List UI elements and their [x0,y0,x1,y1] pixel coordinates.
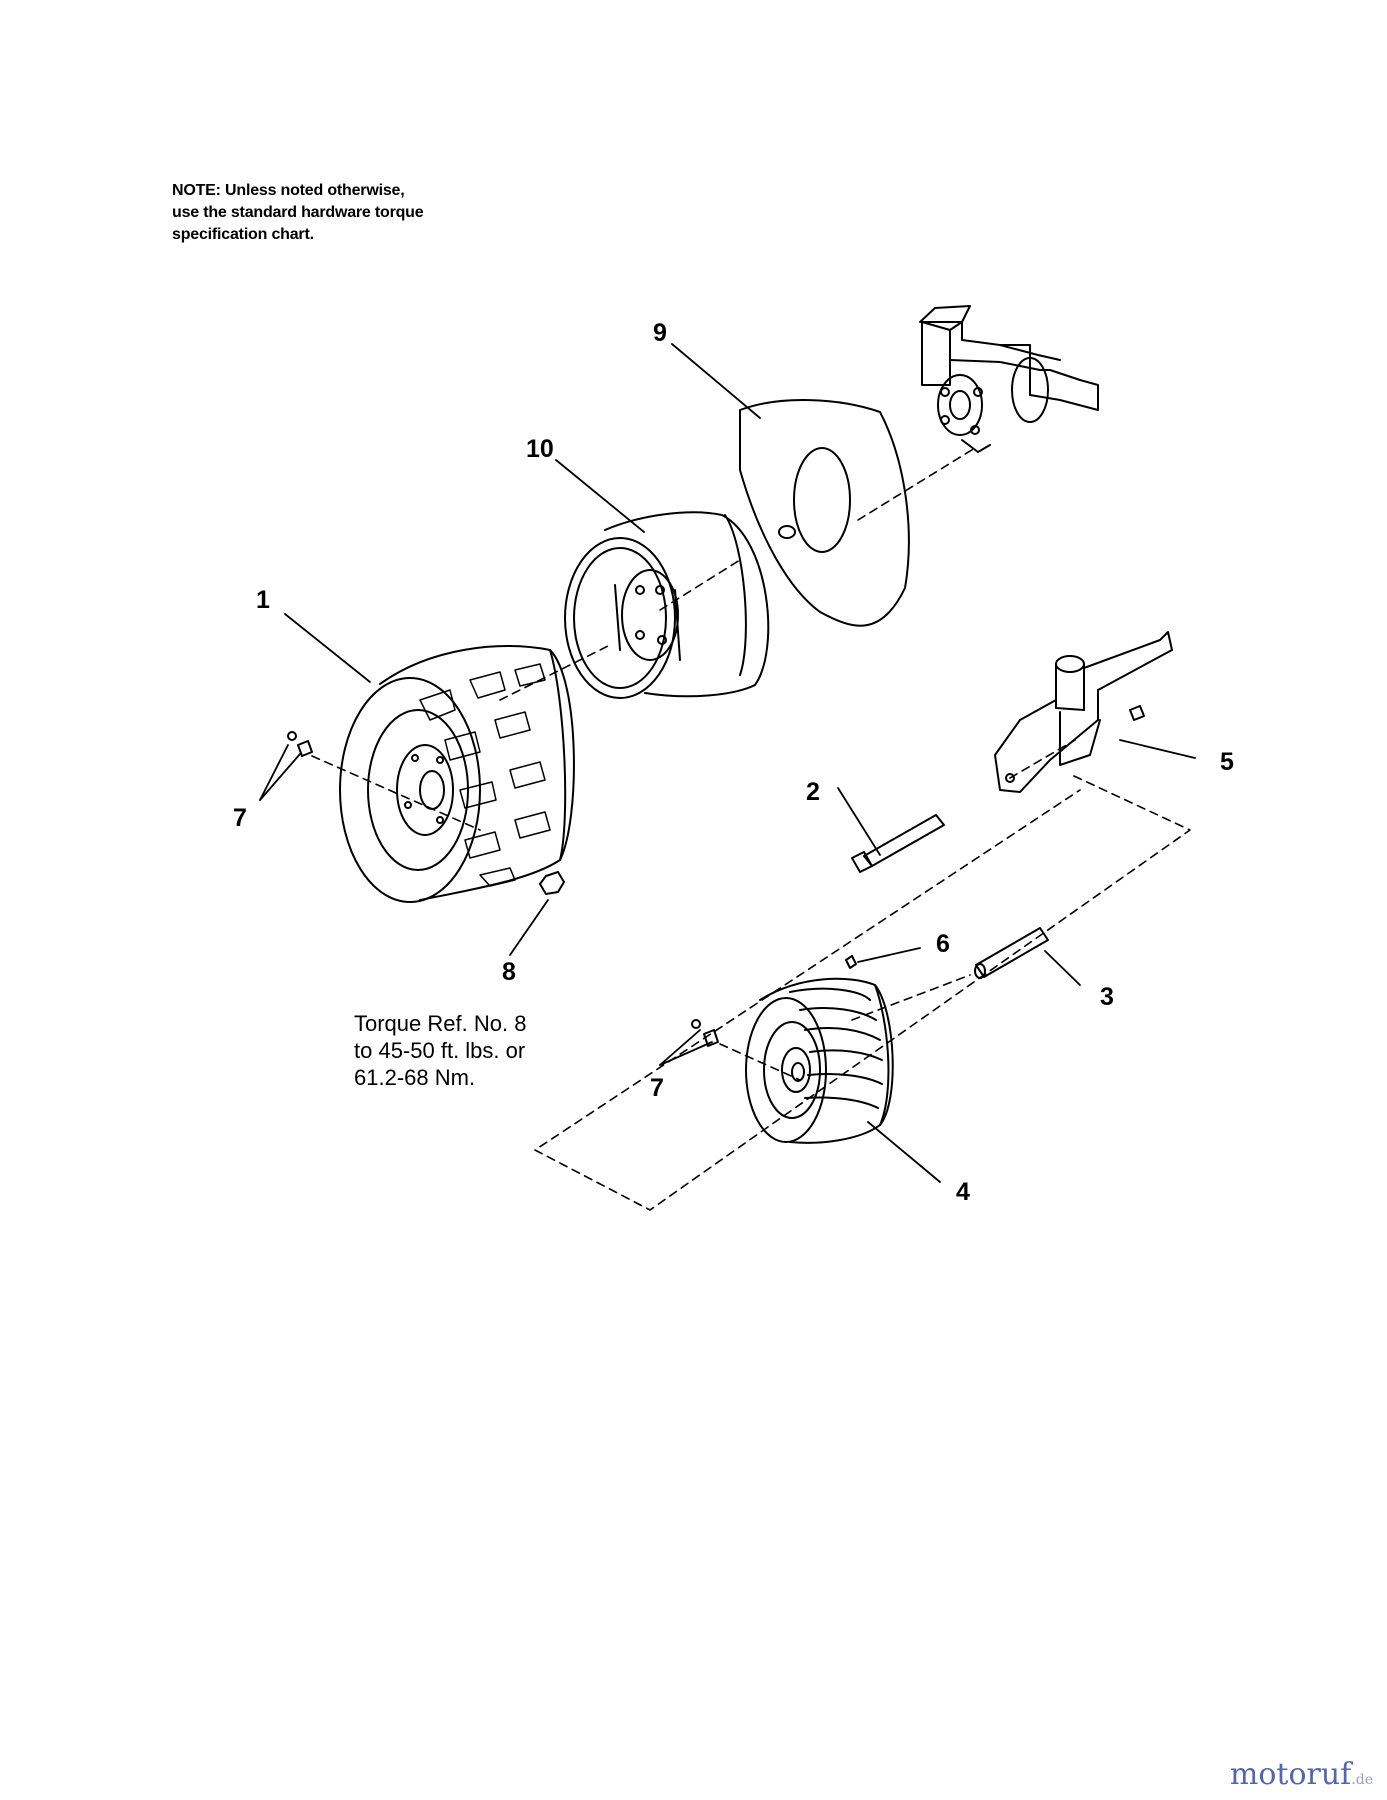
callout-3: 3 [1100,983,1114,1011]
watermark-main: motoruf [1229,1757,1352,1792]
callout-2: 2 [806,778,820,806]
lug-nut [539,871,565,895]
tire-liner [739,399,910,627]
caster-fork-bracket [994,631,1173,793]
callout-7-left: 7 [233,804,247,832]
hardware-torque-note: NOTE: Unless noted otherwise, use the st… [172,180,424,246]
callout-8: 8 [502,958,516,986]
tire-tread-pattern [419,663,551,887]
caster-wheel [745,977,894,1144]
callout-10: 10 [526,435,554,463]
grease-fitting [845,955,857,969]
assembly-dashed-lines [311,447,1191,1211]
callout-4: 4 [956,1178,970,1206]
spacer-tube [974,927,1049,979]
callout-1: 1 [256,586,270,614]
note-line-1: NOTE: Unless noted otherwise, [172,182,405,199]
large-rear-tire [339,645,575,903]
valve-stem-lower [691,1019,719,1047]
callout-6: 6 [936,930,950,958]
callout-9: 9 [653,319,667,347]
wheel-rim [564,511,770,699]
note-line-2: use the standard hardware torque [172,204,424,221]
valve-stem-left [287,731,313,757]
torque-line-1: Torque Ref. No. 8 [354,1011,527,1036]
axle-bolt [851,814,945,873]
watermark-logo: motoruf.de [1230,1757,1373,1792]
torque-line-3: 61.2-68 Nm. [354,1065,476,1090]
note-line-3: specification chart. [172,226,314,243]
torque-spec-note: Torque Ref. No. 8 to 45-50 ft. lbs. or 6… [354,1010,526,1091]
torque-line-2: to 45-50 ft. lbs. or [354,1038,526,1063]
watermark-suffix: .de [1351,1772,1373,1788]
callout-5: 5 [1220,748,1234,776]
callout-7-lower: 7 [650,1074,664,1102]
axle-hub-assembly [919,305,1099,453]
callout-leader-lines [259,343,1196,1183]
